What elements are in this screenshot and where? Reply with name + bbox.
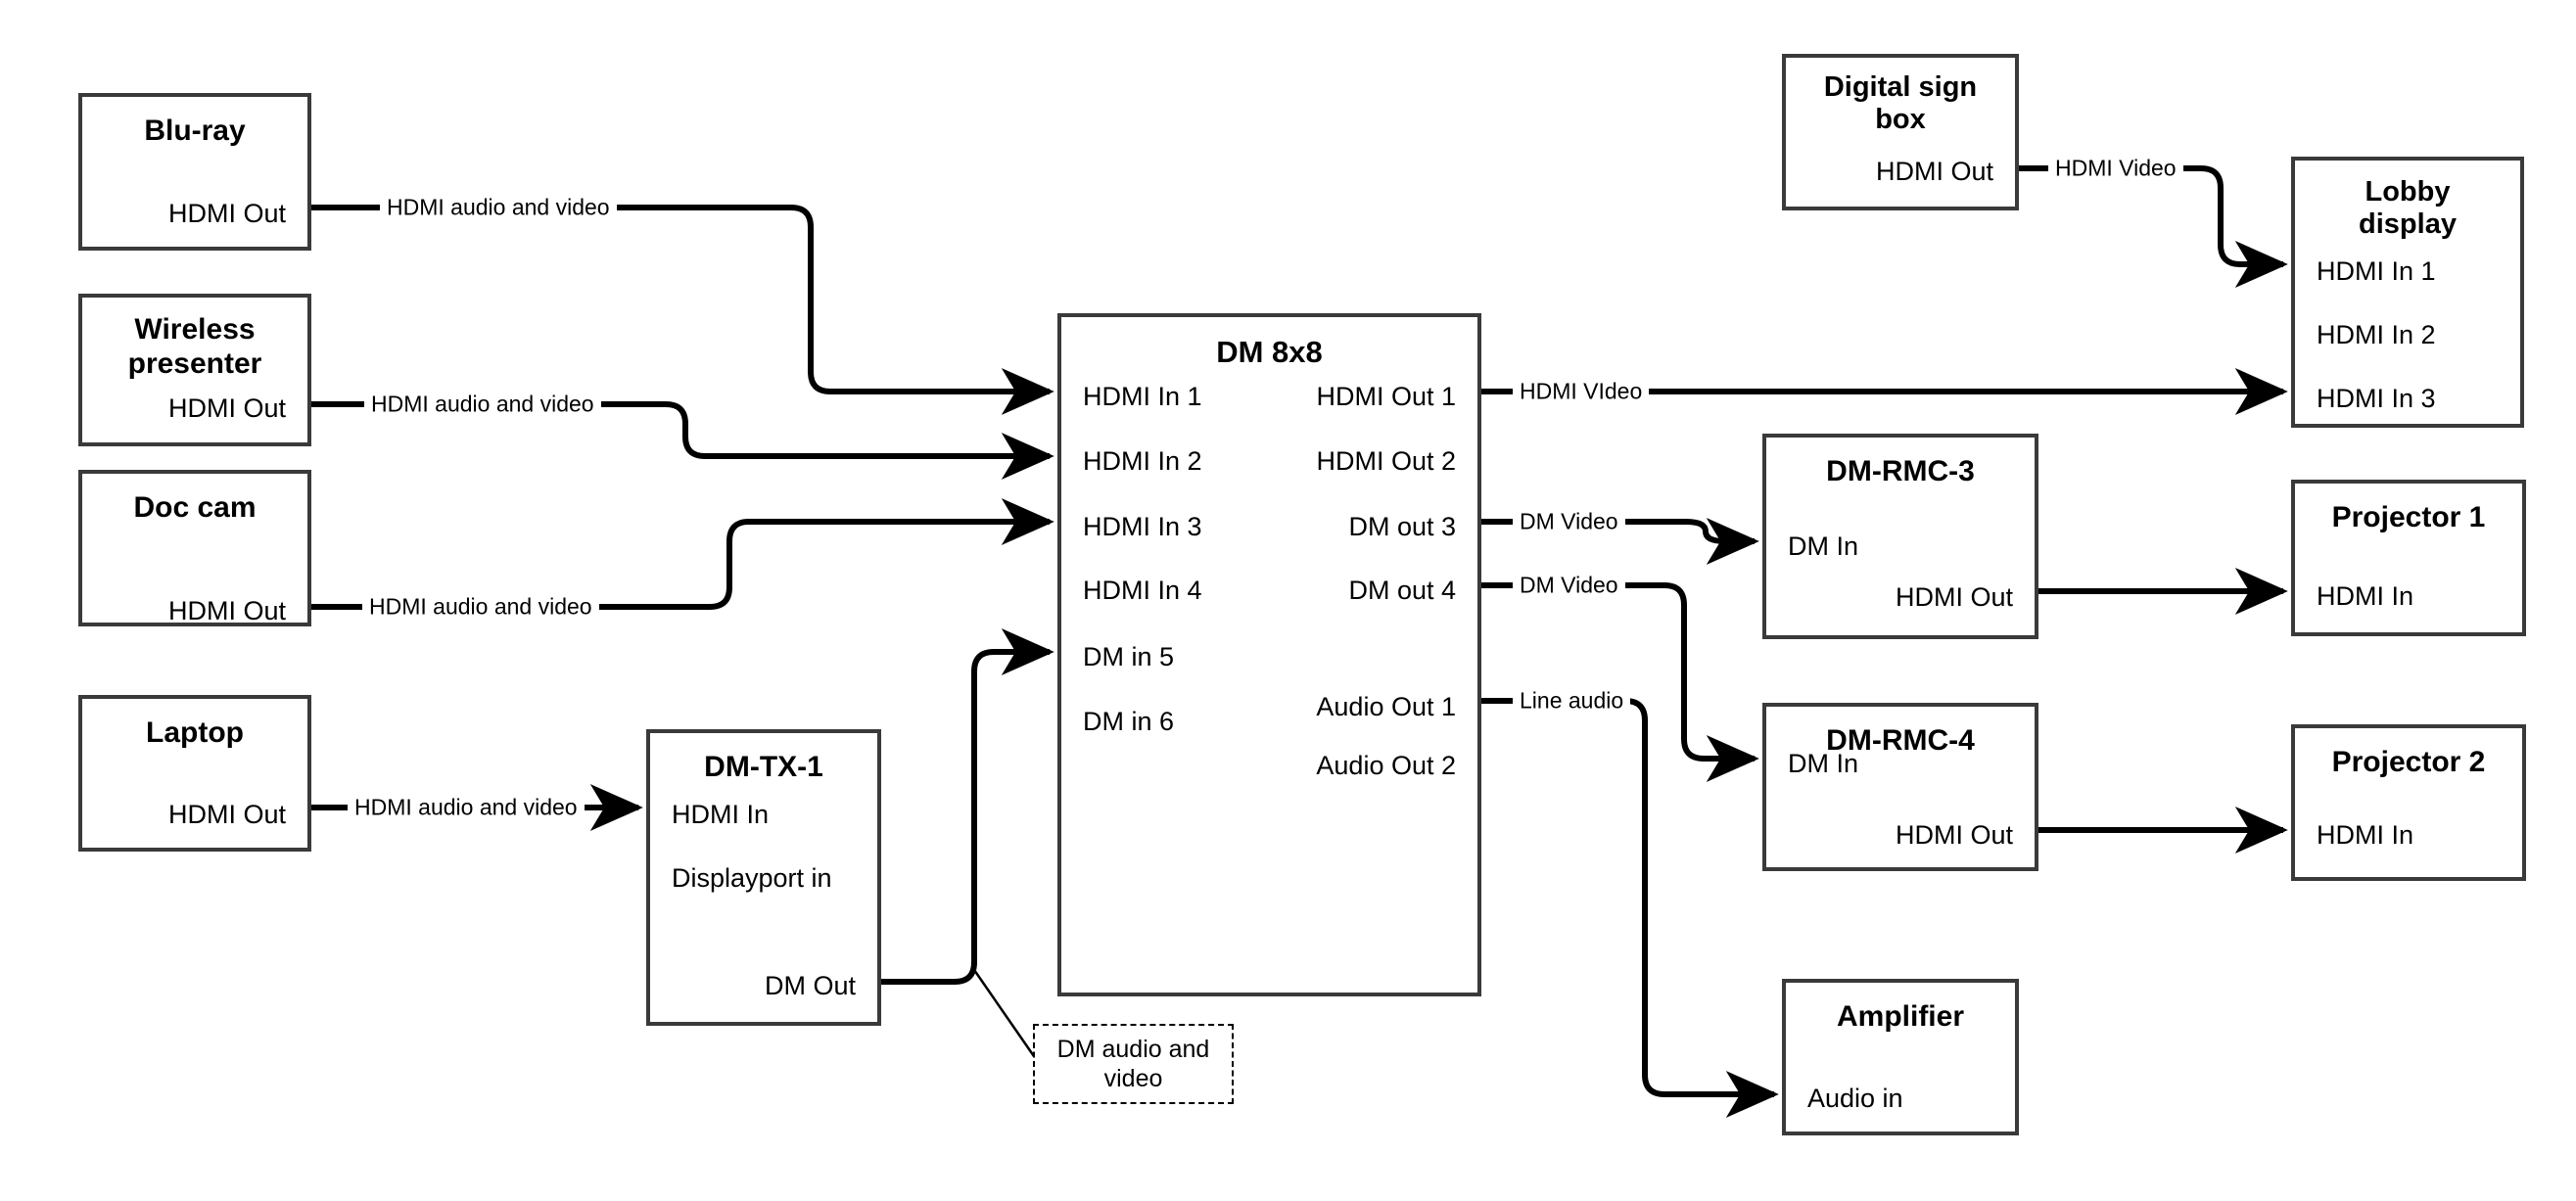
node-wireless-presenter-title: Wireless presenter	[127, 313, 262, 380]
node-lobby-display-port-hdmi-in-3[interactable]: HDMI In 3	[2317, 384, 2436, 413]
node-dm-8x8-port-hdmi-in-3[interactable]: HDMI In 3	[1083, 512, 1202, 541]
callout-dm-audio-and-video-text: DM audio and video	[1056, 1036, 1210, 1092]
node-dm-rmc-4-port-dm-in[interactable]: DM In	[1788, 749, 1859, 778]
node-digital-sign-box-port-hdmi-out[interactable]: HDMI Out	[1875, 157, 1993, 186]
node-dm-8x8-port-hdmi-in-4[interactable]: HDMI In 4	[1083, 576, 1202, 605]
link-label-wireless-to-dm8x8: HDMI audio and video	[364, 393, 601, 416]
node-dm-rmc-3[interactable]: DM-RMC-3 DM In HDMI Out	[1762, 434, 2038, 639]
node-amplifier[interactable]: Amplifier Audio in	[1782, 979, 2019, 1135]
node-amplifier-title: Amplifier	[1836, 1000, 1965, 1033]
node-dm-8x8-port-hdmi-out-1[interactable]: HDMI Out 1	[1316, 382, 1456, 411]
node-dm-rmc-4[interactable]: DM-RMC-4 DM In HDMI Out	[1762, 703, 2038, 871]
wire-dm-out-4-to-rmc4	[1481, 582, 1759, 782]
node-lobby-display-title: Lobby display	[2359, 176, 2457, 241]
link-label-dm-out-4: DM Video	[1513, 574, 1625, 597]
node-dm-rmc-4-title: DM-RMC-4	[1826, 724, 1975, 757]
node-dm-8x8-port-audio-out-2[interactable]: Audio Out 2	[1316, 751, 1456, 780]
node-projector-1[interactable]: Projector 1 HDMI In	[2291, 480, 2526, 636]
node-doc-cam[interactable]: Doc cam HDMI Out	[78, 470, 311, 626]
node-dm-rmc-3-title: DM-RMC-3	[1826, 455, 1975, 487]
node-bluray-port-hdmi-out[interactable]: HDMI Out	[167, 199, 286, 228]
node-bluray[interactable]: Blu-ray HDMI Out	[78, 93, 311, 251]
node-projector-2[interactable]: Projector 2 HDMI In	[2291, 724, 2526, 881]
node-lobby-display-port-hdmi-in-2[interactable]: HDMI In 2	[2317, 320, 2436, 349]
wire-bluray-to-hdmi-in-1	[311, 205, 1054, 415]
node-bluray-title: Blu-ray	[144, 115, 246, 147]
node-digital-sign-box[interactable]: Digital sign box HDMI Out	[1782, 54, 2019, 210]
node-dm-8x8-port-dm-in-6[interactable]: DM in 6	[1083, 707, 1175, 736]
node-dm-8x8-port-dm-in-5[interactable]: DM in 5	[1083, 642, 1175, 671]
node-lobby-display[interactable]: Lobby display HDMI In 1 HDMI In 2 HDMI I…	[2291, 157, 2524, 428]
node-dm-tx-1-title: DM-TX-1	[704, 751, 823, 783]
node-dm-8x8-port-audio-out-1[interactable]: Audio Out 1	[1316, 692, 1456, 721]
node-dm-rmc-3-port-hdmi-out[interactable]: HDMI Out	[1895, 582, 2013, 612]
link-label-dm-out-3: DM Video	[1513, 510, 1625, 533]
node-dm-8x8-port-hdmi-in-2[interactable]: HDMI In 2	[1083, 446, 1202, 476]
node-dm-tx-1-port-hdmi-in[interactable]: HDMI In	[672, 800, 770, 829]
wire-audio-out-1-to-amplifier	[1481, 698, 1779, 1118]
link-label-bluray-to-dm8x8: HDMI audio and video	[380, 196, 617, 219]
node-wireless-presenter-port-hdmi-out[interactable]: HDMI Out	[167, 393, 286, 423]
node-dm-8x8-port-hdmi-out-2[interactable]: HDMI Out 2	[1316, 446, 1456, 476]
link-label-digitalsign-to-lobby: HDMI Video	[2048, 157, 2183, 180]
node-doc-cam-port-hdmi-out[interactable]: HDMI Out	[167, 596, 286, 625]
node-dm-8x8[interactable]: DM 8x8 HDMI In 1 HDMI In 2 HDMI In 3 HDM…	[1057, 313, 1481, 996]
callout-leader-line	[970, 966, 1038, 1060]
link-label-doccam-to-dm8x8: HDMI audio and video	[362, 595, 599, 619]
node-laptop-port-hdmi-out[interactable]: HDMI Out	[167, 800, 286, 829]
node-laptop-title: Laptop	[146, 716, 244, 749]
node-doc-cam-title: Doc cam	[133, 491, 257, 524]
node-projector-1-port-hdmi-in[interactable]: HDMI In	[2317, 581, 2414, 611]
node-dm-rmc-3-port-dm-in[interactable]: DM In	[1788, 531, 1859, 561]
node-projector-2-title: Projector 2	[2331, 746, 2486, 778]
node-digital-sign-box-title: Digital sign box	[1823, 71, 1978, 136]
node-dm-8x8-port-dm-out-3[interactable]: DM out 3	[1348, 512, 1456, 541]
node-dm-8x8-port-hdmi-in-1[interactable]: HDMI In 1	[1083, 382, 1202, 411]
wire-digitalsign-to-lobby-hdmi-in-1	[2019, 165, 2288, 288]
node-dm-tx-1-port-displayport-in[interactable]: Displayport in	[672, 863, 832, 893]
node-lobby-display-port-hdmi-in-1[interactable]: HDMI In 1	[2317, 256, 2436, 286]
node-projector-1-title: Projector 1	[2331, 501, 2486, 533]
node-dm-tx-1-port-dm-out[interactable]: DM Out	[764, 971, 856, 1000]
link-label-hdmi-out-1-to-lobby: HDMI VIdeo	[1513, 380, 1650, 403]
node-projector-2-port-hdmi-in[interactable]: HDMI In	[2317, 820, 2414, 850]
link-label-laptop-to-dmtx1: HDMI audio and video	[348, 796, 585, 819]
node-laptop[interactable]: Laptop HDMI Out	[78, 695, 311, 852]
node-dm-8x8-title: DM 8x8	[1216, 335, 1323, 369]
node-wireless-presenter[interactable]: Wireless presenter HDMI Out	[78, 294, 311, 446]
node-dm-tx-1[interactable]: DM-TX-1 HDMI In Displayport in DM Out	[646, 729, 881, 1026]
wire-dmtx1-to-dm-in-5	[881, 628, 1054, 985]
node-amplifier-port-audio-in[interactable]: Audio in	[1807, 1084, 1903, 1113]
node-dm-8x8-port-dm-out-4[interactable]: DM out 4	[1348, 576, 1456, 605]
link-label-audio-out-1: Line audio	[1513, 689, 1631, 713]
node-dm-rmc-4-port-hdmi-out[interactable]: HDMI Out	[1895, 820, 2013, 850]
callout-dm-audio-and-video: DM audio and video	[1033, 1024, 1234, 1104]
